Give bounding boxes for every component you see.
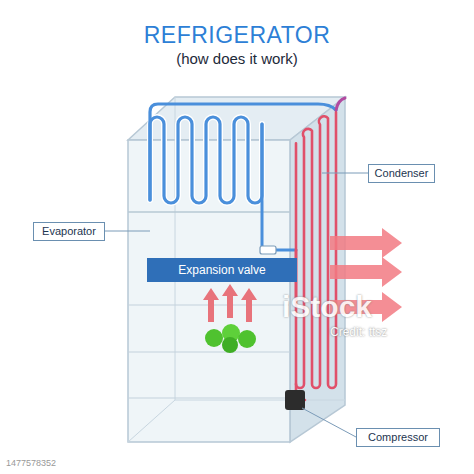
part-label: Evaporator [33, 222, 105, 241]
heat-arrow [241, 288, 257, 322]
apples [205, 324, 256, 353]
subtitle: (how does it work) [0, 50, 474, 67]
refrigerant-tube [262, 124, 296, 250]
valve-symbol [260, 246, 276, 254]
refrigerant-tube [150, 104, 336, 200]
part-label-filled: Expansion valve [147, 258, 297, 282]
part-name: Evaporator [42, 225, 96, 238]
part-name: Condenser [375, 167, 429, 180]
fridge-body [128, 97, 345, 442]
heat-arrow [330, 257, 402, 287]
leader-line [302, 408, 356, 437]
freezer-shelf [128, 211, 290, 213]
part-label: Condenser [368, 164, 435, 183]
compressor-symbol [285, 390, 305, 410]
heat-arrow [330, 228, 402, 258]
back-edge [128, 400, 175, 442]
part-label: Compressor [356, 428, 440, 447]
evaporator-coil-halo [150, 117, 262, 203]
leader-line [322, 173, 368, 174]
heat-arrow [222, 284, 238, 318]
watermark: Credit: ttsz [330, 325, 387, 339]
stock-id: 1477578352 [6, 458, 56, 468]
part-name: Expansion valve [178, 264, 265, 277]
apple [205, 329, 223, 347]
apple [222, 337, 238, 353]
heat-up-arrows [203, 284, 257, 322]
part-name: Compressor [368, 431, 428, 444]
shelf [128, 397, 290, 398]
back-edge [175, 400, 345, 401]
heat-arrow [203, 288, 219, 322]
watermark: iStock [282, 290, 372, 324]
title: REFRIGERATOR [0, 22, 474, 49]
apple [238, 330, 256, 348]
shelf [128, 351, 290, 352]
evaporator-coil [150, 117, 262, 203]
coils [150, 98, 345, 400]
refrigerant-tube [336, 98, 345, 110]
leader-line [105, 231, 150, 232]
